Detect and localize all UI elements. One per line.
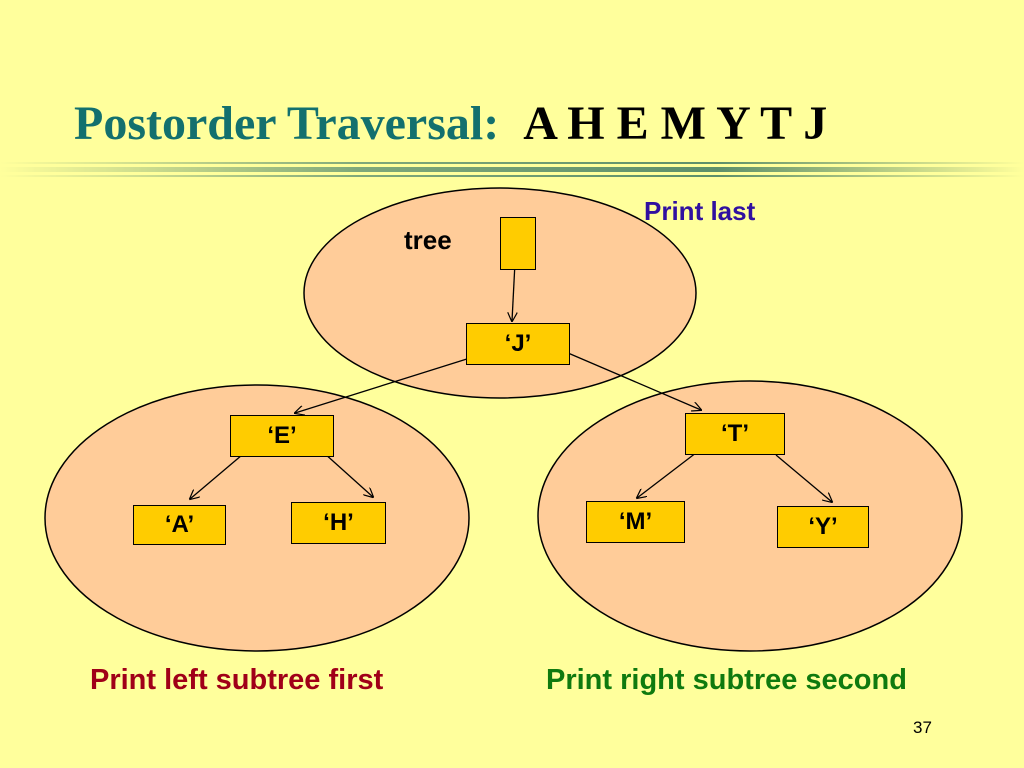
tree-label: tree xyxy=(404,225,452,255)
edge-J-to-T xyxy=(567,352,701,410)
title-divider xyxy=(0,162,1024,177)
node-M: ‘M’ xyxy=(586,501,685,543)
node-H: ‘H’ xyxy=(291,502,386,544)
edge-J-to-E xyxy=(295,357,471,413)
slide-title: Postorder Traversal: A H E M Y T J xyxy=(74,92,827,156)
page-number: 37 xyxy=(913,718,932,737)
node-T: ‘T’ xyxy=(685,413,785,455)
node-A: ‘A’ xyxy=(133,505,226,545)
right-subtree-ellipse xyxy=(537,380,963,652)
left-subtree-ellipse xyxy=(44,384,470,652)
traversal-sequence: A H E M Y T J xyxy=(523,97,828,150)
node-Y: ‘Y’ xyxy=(777,506,869,548)
print-right-label: Print right subtree second xyxy=(546,664,907,696)
tree-root-pointer xyxy=(500,217,536,270)
print-left-label: Print left subtree first xyxy=(90,664,384,696)
node-E: ‘E’ xyxy=(230,415,334,457)
edge-T-to-Y xyxy=(775,454,832,502)
root-subtree-ellipse xyxy=(303,187,697,399)
title-text: Postorder Traversal: xyxy=(74,97,500,150)
print-last-label: Print last xyxy=(644,196,756,226)
node-J: ‘J’ xyxy=(466,323,570,365)
